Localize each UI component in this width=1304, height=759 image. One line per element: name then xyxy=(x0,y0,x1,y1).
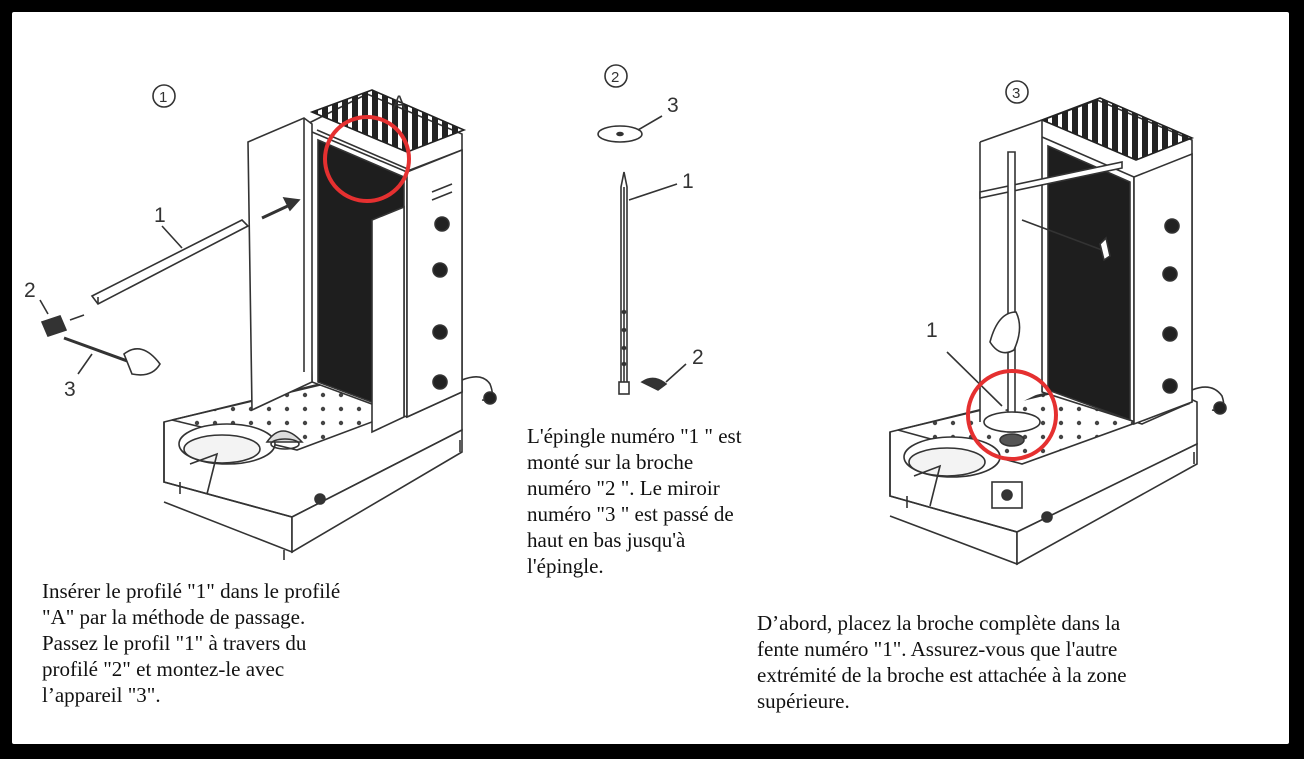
step-3-number: 3 xyxy=(1012,85,1020,102)
caption-line: D’abord, placez la broche complète dans … xyxy=(757,611,1121,635)
step-2-callout-3: 3 xyxy=(667,94,679,117)
caption-line: numéro "2 ". Le miroir xyxy=(527,476,720,500)
step-1-highlight-circle xyxy=(323,115,411,203)
step-2-number-badge: 2 xyxy=(604,64,628,88)
step-1-callout-A: A xyxy=(392,92,406,115)
step-3-callout-1: 1 xyxy=(926,319,938,342)
caption-line: l'épingle. xyxy=(527,554,604,578)
step-2-caption: L'épingle numéro "1 " est monté sur la b… xyxy=(527,423,817,579)
step-2-callout-1: 1 xyxy=(682,170,694,193)
step-2-number: 2 xyxy=(611,69,619,86)
instruction-panel: 1 xyxy=(12,12,1289,744)
caption-line: l’appareil "3". xyxy=(42,683,161,707)
step-1-callout-2: 2 xyxy=(24,279,36,302)
caption-line: profilé "2" et montez-le avec xyxy=(42,657,285,681)
caption-line: L'épingle numéro "1 " est xyxy=(527,424,742,448)
step-1-callout-1: 1 xyxy=(154,204,166,227)
illustrations: 1 xyxy=(24,64,1227,566)
caption-line: fente numéro "1". Assurez-vous que l'aut… xyxy=(757,637,1118,661)
step-2-callout-2: 2 xyxy=(692,346,704,369)
caption-line: Insérer le profilé "1" dans le profilé xyxy=(42,579,341,603)
step-2-illustration: 2 3 1 2 xyxy=(597,64,704,395)
caption-line: numéro "3 " est passé de xyxy=(527,502,734,526)
caption-line: extrémité de la broche est attachée à la… xyxy=(757,663,1127,687)
step-3-caption: D’abord, placez la broche complète dans … xyxy=(757,610,1237,714)
step-1-illustration: 1 xyxy=(24,84,497,560)
caption-line: haut en bas jusqu'à xyxy=(527,528,686,552)
caption-line: monté sur la broche xyxy=(527,450,694,474)
caption-line: supérieure. xyxy=(757,689,850,713)
step-3-highlight-circle xyxy=(966,369,1058,461)
step-1-number: 1 xyxy=(159,89,167,106)
step-3-illustration: 3 xyxy=(889,80,1227,566)
step-1-callout-3: 3 xyxy=(64,378,76,401)
step-1-number-badge: 1 xyxy=(152,84,176,108)
caption-line: Passez le profil "1" à travers du xyxy=(42,631,307,655)
caption-line: "A" par la méthode de passage. xyxy=(42,605,306,629)
step-1-caption: Insérer le profilé "1" dans le profilé "… xyxy=(42,578,402,708)
step-3-number-badge: 3 xyxy=(1005,80,1029,104)
